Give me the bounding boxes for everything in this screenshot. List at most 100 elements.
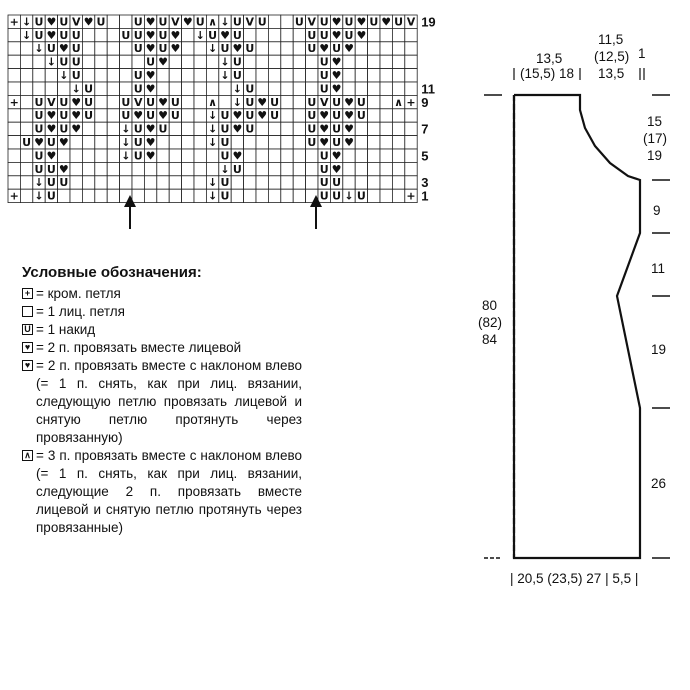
left-dim-label: 84 bbox=[482, 332, 498, 347]
chart-cell bbox=[391, 121, 406, 136]
chart-cell bbox=[168, 81, 182, 96]
sk2p-icon: ∧ bbox=[22, 450, 33, 461]
stitch-symbol: ♥ bbox=[146, 15, 156, 28]
stitch-symbol: U bbox=[245, 109, 254, 122]
stitch-symbol: ↓ bbox=[208, 136, 217, 149]
stitch-symbol: ♥ bbox=[158, 56, 168, 69]
chart-cell bbox=[94, 135, 108, 150]
chart-cell bbox=[181, 148, 195, 163]
chart-cell bbox=[280, 135, 294, 150]
chart-cell bbox=[379, 95, 393, 110]
chart-cell bbox=[57, 81, 71, 96]
chart-cell bbox=[205, 161, 220, 177]
chart-cell bbox=[404, 188, 418, 203]
chart-cell bbox=[94, 161, 108, 177]
chart-cell bbox=[19, 148, 34, 163]
stitch-symbol: U bbox=[307, 136, 316, 149]
stitch-symbol: U bbox=[332, 123, 341, 136]
chart-cell bbox=[94, 68, 108, 83]
chart-cell bbox=[181, 54, 195, 70]
stitch-symbol: ♥ bbox=[146, 136, 156, 149]
chart-cell bbox=[342, 68, 356, 83]
stitch-symbol: U bbox=[84, 109, 93, 122]
stitch-symbol: ♥ bbox=[344, 96, 354, 109]
stitch-symbol: U bbox=[35, 96, 44, 109]
chart-cell bbox=[119, 68, 133, 83]
chart-cell bbox=[193, 41, 207, 56]
stitch-symbol: U bbox=[146, 56, 155, 69]
stitch-symbol: ♥ bbox=[170, 42, 180, 55]
stitch-symbol: U bbox=[134, 29, 143, 42]
stitch-symbol: U bbox=[233, 163, 242, 176]
stitch-symbol: U bbox=[320, 15, 329, 28]
stitch-symbol: U bbox=[307, 109, 316, 122]
stitch-symbol: ♥ bbox=[146, 29, 156, 42]
stitch-symbol: U bbox=[332, 136, 341, 149]
chart-cell bbox=[7, 68, 21, 83]
chart-cell bbox=[131, 175, 145, 190]
chart-cell bbox=[255, 54, 269, 70]
chart-cell bbox=[404, 148, 418, 163]
chart-cell bbox=[404, 41, 418, 56]
chart-cell bbox=[94, 27, 108, 43]
stitch-symbol: ♥ bbox=[146, 69, 156, 82]
stitch-symbol: ♥ bbox=[232, 123, 242, 136]
stitch-symbol: ↓ bbox=[344, 190, 353, 203]
stitch-symbol: U bbox=[270, 109, 279, 122]
stitch-symbol: U bbox=[245, 96, 254, 109]
stitch-symbol: + bbox=[406, 96, 415, 109]
legend-text: = 1 накид bbox=[36, 322, 96, 337]
stitch-symbol: ♥ bbox=[344, 136, 354, 149]
stitch-symbol: U bbox=[146, 96, 155, 109]
stitch-symbol: ♥ bbox=[356, 29, 366, 42]
stitch-symbol: U bbox=[320, 69, 329, 82]
chart-cell bbox=[280, 68, 294, 83]
stitch-symbol: U bbox=[345, 15, 354, 28]
chart-cell bbox=[230, 175, 244, 190]
chart-cell bbox=[367, 41, 381, 56]
chart-cell bbox=[94, 54, 108, 70]
legend-item: U = 1 накид bbox=[22, 321, 302, 339]
chart-cell bbox=[255, 148, 269, 163]
chart-cell bbox=[354, 81, 369, 96]
stitch-symbol: U bbox=[233, 69, 242, 82]
chart-cell bbox=[193, 108, 207, 123]
left-dim-label: 80 bbox=[482, 298, 497, 313]
chart-cell bbox=[243, 54, 257, 70]
stitch-symbol: U bbox=[59, 96, 68, 109]
chart-cell bbox=[280, 41, 294, 56]
repeat-arrows bbox=[124, 195, 322, 229]
stitch-symbol: U bbox=[59, 56, 68, 69]
stitch-symbol: ↓ bbox=[208, 190, 217, 203]
row-number: 5 bbox=[421, 148, 428, 163]
stitch-symbol: V bbox=[72, 15, 81, 28]
stitch-symbol: ♥ bbox=[257, 109, 267, 122]
chart-cell bbox=[32, 81, 46, 96]
chart-cell bbox=[94, 148, 108, 163]
chart-cell bbox=[354, 161, 369, 177]
chart-cell bbox=[32, 54, 46, 70]
chart-cell bbox=[7, 81, 21, 96]
stitch-symbol: U bbox=[134, 82, 143, 95]
stitch-symbol: U bbox=[221, 42, 230, 55]
stitch-symbol: ♥ bbox=[59, 42, 69, 55]
top-right-label: 1 bbox=[638, 46, 646, 61]
chart-cell bbox=[181, 161, 195, 177]
chart-cell bbox=[379, 121, 393, 136]
chart-cell bbox=[367, 175, 381, 190]
stitch-symbol: ♥ bbox=[319, 123, 329, 136]
edge-stitch-icon: + bbox=[22, 288, 33, 299]
chart-cell bbox=[168, 121, 182, 136]
stitch-symbol: U bbox=[59, 15, 68, 28]
stitch-symbol: U bbox=[59, 109, 68, 122]
chart-cell bbox=[82, 121, 96, 136]
stitch-symbol: U bbox=[171, 109, 180, 122]
stitch-symbol: U bbox=[47, 176, 56, 189]
chart-cell bbox=[255, 68, 269, 83]
right-dim-label: 19 bbox=[647, 148, 662, 163]
chart-cell bbox=[69, 148, 83, 163]
chart-cell bbox=[156, 81, 170, 96]
chart-cell bbox=[354, 54, 369, 70]
stitch-symbol: ↓ bbox=[47, 56, 56, 69]
